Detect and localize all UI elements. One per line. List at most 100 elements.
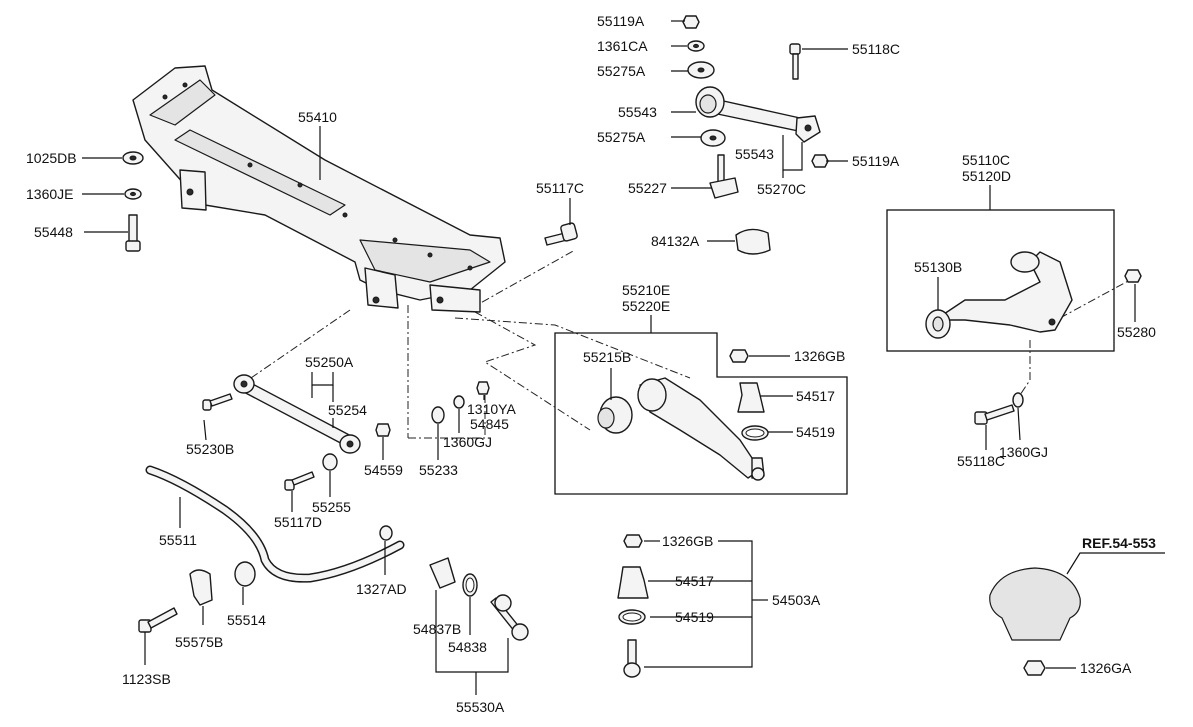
label-55280: 55280 <box>1117 324 1156 340</box>
washer-55275A-top-hole <box>697 67 705 73</box>
washer-1360GJ-mid <box>453 395 465 409</box>
washer-1025DB-hole <box>129 155 137 161</box>
ring-54838-inner <box>465 577 475 593</box>
eccentric-bolt-55227 <box>709 154 739 199</box>
bump-stopper-84132A <box>735 228 771 255</box>
label-55275A-mid: 55275A <box>597 129 646 145</box>
lateral-arm-55250A <box>233 374 361 454</box>
label-1326GA: 1326GA <box>1080 660 1132 676</box>
label-54503A: 54503A <box>772 592 821 608</box>
label-55117C: 55117C <box>536 180 584 196</box>
washer-55255 <box>322 453 338 471</box>
ring-54519-bottom-inner <box>622 612 642 622</box>
label-1360JE: 1360JE <box>26 186 73 202</box>
washer-1361CA-hole <box>693 43 699 49</box>
label-55227: 55227 <box>628 180 667 196</box>
label-55230B: 55230B <box>186 441 234 457</box>
label-55250A: 55250A <box>305 354 354 370</box>
ring-54519-top-inner <box>745 428 765 438</box>
nut-55119A-mid <box>811 154 829 168</box>
label-54519-top: 54519 <box>796 424 835 440</box>
label-1361CA: 1361CA <box>597 38 648 54</box>
label-55130B: 55130B <box>914 259 962 275</box>
leader-lines <box>82 20 1165 695</box>
stabilizer-bar-55511-inner <box>147 467 403 582</box>
strut-mount-ref-54-553 <box>989 567 1081 641</box>
label-55210E: 55210E <box>622 282 670 298</box>
nut-55280 <box>1124 269 1142 283</box>
label-1025DB: 1025DB <box>26 150 77 166</box>
assembly-dash-lines <box>247 249 1131 439</box>
label-ref-54-553[interactable]: REF.54-553 <box>1082 535 1156 551</box>
label-55448: 55448 <box>34 224 73 240</box>
label-55530A: 55530A <box>456 699 505 715</box>
label-55118C-right: 55118C <box>957 453 1005 469</box>
label-55119A-top: 55119A <box>597 13 645 29</box>
nut-54559 <box>375 423 391 437</box>
label-55410: 55410 <box>298 109 337 125</box>
washer-55275A-mid-hole <box>709 135 717 141</box>
label-55255: 55255 <box>312 499 351 515</box>
stabilizer-link-55530A <box>490 594 529 641</box>
bolt-55118C-top <box>789 43 801 80</box>
trailing-link-55270C <box>695 86 821 143</box>
label-55220E: 55220E <box>622 298 670 314</box>
label-55275A-top: 55275A <box>597 63 646 79</box>
label-55233: 55233 <box>419 462 458 478</box>
label-55270C: 55270C <box>757 181 806 197</box>
nut-1326GB-top <box>729 349 749 363</box>
label-1326GB-bottom: 1326GB <box>662 533 713 549</box>
label-1360GJ-mid: 1360GJ <box>443 434 492 450</box>
label-55119A-mid: 55119A <box>852 153 900 169</box>
label-55117D: 55117D <box>274 514 322 530</box>
label-55543-b: 55543 <box>735 146 774 162</box>
upper-arm-55110C <box>925 251 1073 339</box>
dust-cover-54517-bottom <box>617 566 649 599</box>
bolt-55117D <box>284 471 315 491</box>
bolt-1123SB <box>138 607 178 633</box>
label-55215B: 55215B <box>583 349 631 365</box>
nut-1310YA <box>476 381 490 395</box>
bolt-55448 <box>125 214 141 252</box>
label-54845: 54845 <box>470 416 509 432</box>
part-number-labels: 55119A 1361CA 55118C 55275A 55543 55275A… <box>26 13 1156 715</box>
label-54559: 54559 <box>364 462 403 478</box>
label-55543-a: 55543 <box>618 104 657 120</box>
label-1123SB: 1123SB <box>122 671 171 687</box>
lower-arm-55210E <box>597 377 765 481</box>
dust-cover-54517-top <box>737 382 765 413</box>
washer-55233 <box>431 406 445 424</box>
label-84132A: 84132A <box>651 233 700 249</box>
bracket-55575B <box>189 569 213 606</box>
label-55575B: 55575B <box>175 634 223 650</box>
label-1310YA: 1310YA <box>467 401 516 417</box>
washer-1360JE-hole <box>130 191 136 197</box>
label-54837B: 54837B <box>413 621 461 637</box>
label-55514: 55514 <box>227 612 266 628</box>
label-55254: 55254 <box>328 402 367 418</box>
bushing-55514 <box>234 561 256 587</box>
label-1360GJ-right: 1360GJ <box>999 444 1048 460</box>
nut-1326GB-bottom <box>623 534 643 548</box>
ball-joint-stud <box>623 639 641 678</box>
label-54838: 54838 <box>448 639 487 655</box>
lower-arm-group-frame <box>554 332 848 495</box>
bolt-55117C <box>544 222 578 246</box>
label-55120D: 55120D <box>962 168 1011 184</box>
nut-55119A-top <box>682 15 700 29</box>
upper-arm-group-frame <box>886 209 1115 352</box>
nut-1326GA <box>1023 660 1046 676</box>
crossmember-55410 <box>132 65 506 313</box>
label-55511: 55511 <box>159 532 197 548</box>
label-54517-top: 54517 <box>796 388 835 404</box>
bushing-54837B <box>429 557 456 589</box>
label-55118C-top: 55118C <box>852 41 900 57</box>
bolt-55118C-right <box>974 404 1015 425</box>
washer-1360GJ-right <box>1012 392 1024 408</box>
label-1326GB-top: 1326GB <box>794 348 845 364</box>
label-1327AD: 1327AD <box>356 581 407 597</box>
nut-1327AD <box>379 525 393 541</box>
bolt-55230B <box>202 393 233 411</box>
